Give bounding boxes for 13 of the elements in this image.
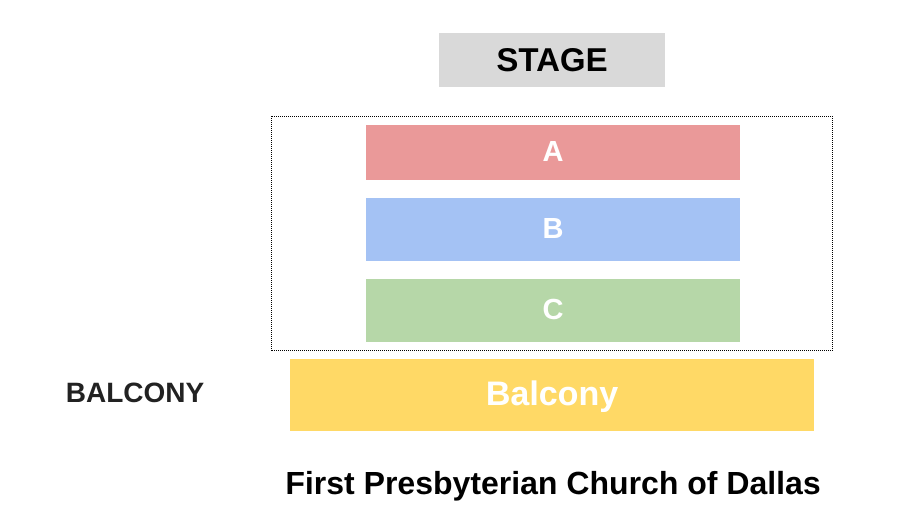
stage-label: STAGE <box>496 42 608 78</box>
seating-section <box>366 125 740 180</box>
section-letter: C <box>542 294 564 326</box>
balcony-section <box>290 359 814 431</box>
seating-section <box>366 198 740 261</box>
stage-area <box>439 33 665 87</box>
balcony-label: BALCONY <box>64 378 206 409</box>
seating-area-outline <box>271 116 833 351</box>
seating-section <box>366 279 740 342</box>
section-letter: A <box>542 136 564 168</box>
section-name: Balcony <box>486 376 618 414</box>
section-letter: B <box>542 214 564 246</box>
venue-name: First Presbyterian Church of Dallas <box>284 466 822 502</box>
